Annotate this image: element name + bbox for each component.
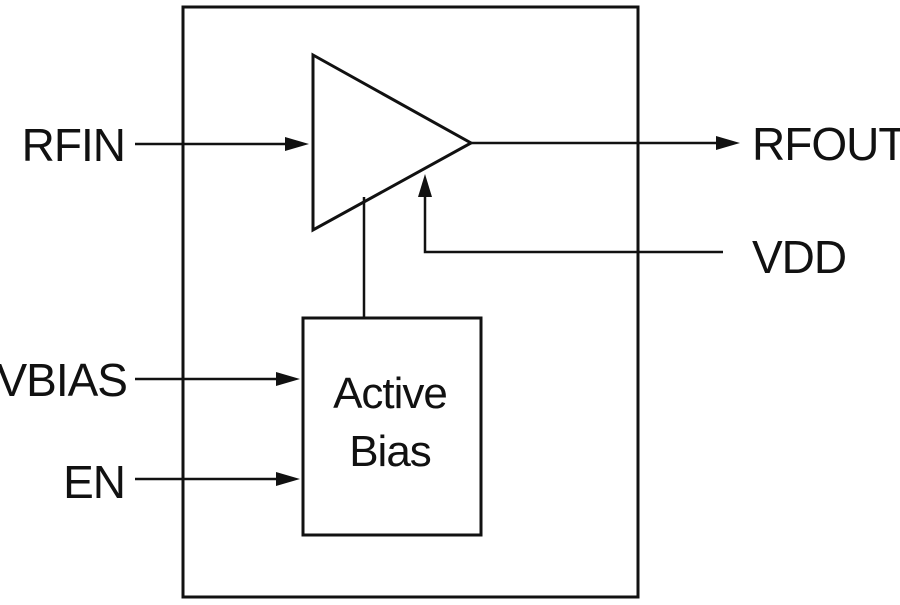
active-bias-label-line1: Active (333, 369, 447, 418)
rfout-arrowhead (716, 136, 740, 150)
active-bias-block (301, 316, 483, 537)
en-arrowhead (276, 472, 300, 486)
rfin-label: RFIN (22, 119, 125, 171)
en-label: EN (63, 456, 125, 508)
amplifier-symbol (311, 52, 475, 233)
vbias-arrowhead (276, 372, 300, 386)
vbias-label: VBIAS (0, 354, 127, 406)
rfout-label: RFOUT (752, 118, 900, 170)
vdd-arrowhead (418, 174, 432, 197)
active-bias-label-line2: Bias (349, 427, 431, 476)
rfin-arrowhead (285, 137, 309, 151)
vdd-label: VDD (752, 231, 846, 283)
vdd-wire (423, 192, 723, 254)
chip-package-outline (181, 5, 640, 599)
